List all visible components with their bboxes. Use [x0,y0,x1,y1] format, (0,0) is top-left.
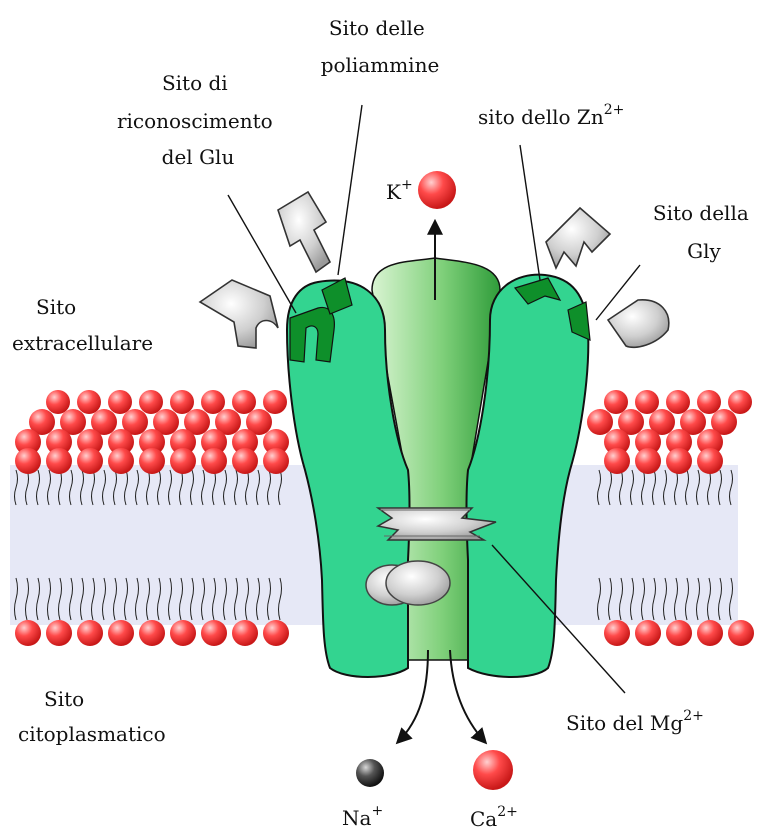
lipid-head [108,390,132,414]
label-zn-site: sito dello Zn2+ [478,102,624,129]
lipid-head [77,620,103,646]
lipid-head [604,448,630,474]
lipid-head [232,448,258,474]
leader-zn [520,145,540,280]
lipid-head [728,390,752,414]
lipid-head [635,620,661,646]
lipid-head [15,620,41,646]
lipid-head [697,448,723,474]
label-na-ion: Na+ [342,803,383,830]
glutamate-ligand [200,280,278,348]
lipid-head [46,390,70,414]
lipid-head [697,390,721,414]
lipid-head [635,448,661,474]
lipid-head [170,620,196,646]
lipid-head [263,620,289,646]
leader-polyamine [338,105,362,275]
lipid-head [139,448,165,474]
label-glu-site: Sito di riconoscimento del Glu [117,71,279,169]
label-cytoplasmic-site: Sito citoplasmatico [18,687,166,746]
lipid-head [201,620,227,646]
label-polyamine-site: Sito delle poliammine [321,16,440,77]
lipid-head [666,448,692,474]
lipid-head [170,390,194,414]
zinc-ligand [546,208,610,268]
lipid-head [263,390,287,414]
k-ion [418,171,456,209]
lipid-head [604,390,628,414]
label-ca-ion: Ca2+ [470,804,518,831]
label-extracellular-site: Sito extracellulare [12,295,153,355]
ca-ion [473,750,513,790]
lipid-head [139,390,163,414]
lipid-head [46,620,72,646]
lipid-head [77,448,103,474]
lipid-head [666,620,692,646]
lipid-head [232,620,258,646]
lipid-head [46,448,72,474]
glycine-ligand [608,300,669,348]
lipid-head [108,620,134,646]
cytoplasmic-site-b [386,561,450,605]
lipid-head [77,390,101,414]
lipid-head [263,448,289,474]
lipid-head [201,390,225,414]
lipid-head [201,448,227,474]
lipid-head [232,390,256,414]
label-gly-site: Sito della Gly [653,201,755,263]
na-ion [356,759,384,787]
label-mg-site: Sito del Mg2+ [566,708,704,735]
lipid-head [635,390,659,414]
lipid-head [108,448,134,474]
lipid-head [15,448,41,474]
lipid-head [170,448,196,474]
receptor-protein [287,222,590,742]
lipid-head [666,390,690,414]
label-k-ion: K+ [386,177,413,204]
lipid-head [139,620,165,646]
polyamine-ligand [278,192,330,272]
lipid-head [587,409,613,435]
lipid-head [697,620,723,646]
lipid-head [728,620,754,646]
lipid-head [604,620,630,646]
